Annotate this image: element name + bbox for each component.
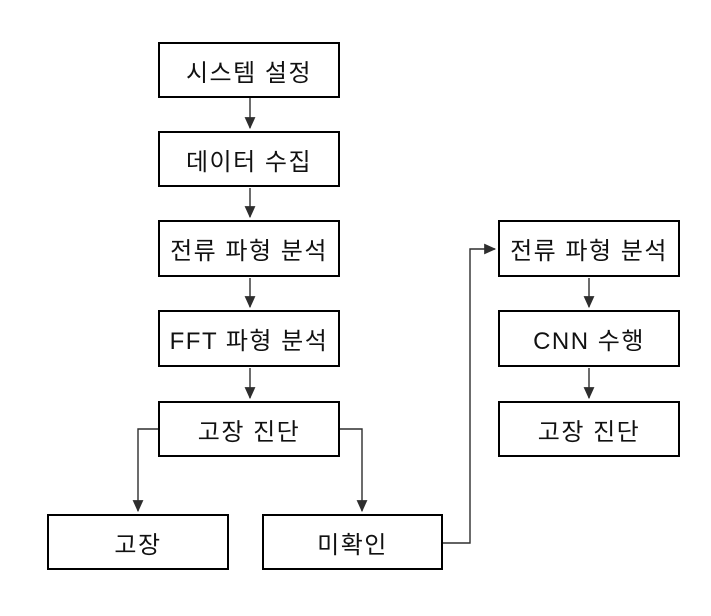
node-current-waveform-analysis-2: 전류 파형 분석 (498, 220, 680, 277)
node-fft-waveform-analysis: FFT 파형 분석 (158, 310, 340, 367)
node-fault-diagnosis: 고장 진단 (158, 401, 340, 457)
node-fault: 고장 (47, 514, 229, 570)
node-data-collection: 데이터 수집 (158, 131, 340, 187)
node-unconfirmed: 미확인 (262, 514, 443, 570)
node-cnn-run: CNN 수행 (498, 310, 680, 367)
node-system-setup: 시스템 설정 (158, 42, 340, 98)
arrow-fault-diagnosis-to-fault (132, 428, 158, 513)
arrow-fault-diagnosis-to-unconfirmed (340, 428, 368, 513)
arrow-unconfirmed-to-current-waveform-2 (443, 243, 497, 544)
node-current-waveform-analysis: 전류 파형 분석 (158, 220, 340, 277)
node-fault-diagnosis-2: 고장 진단 (498, 401, 680, 457)
